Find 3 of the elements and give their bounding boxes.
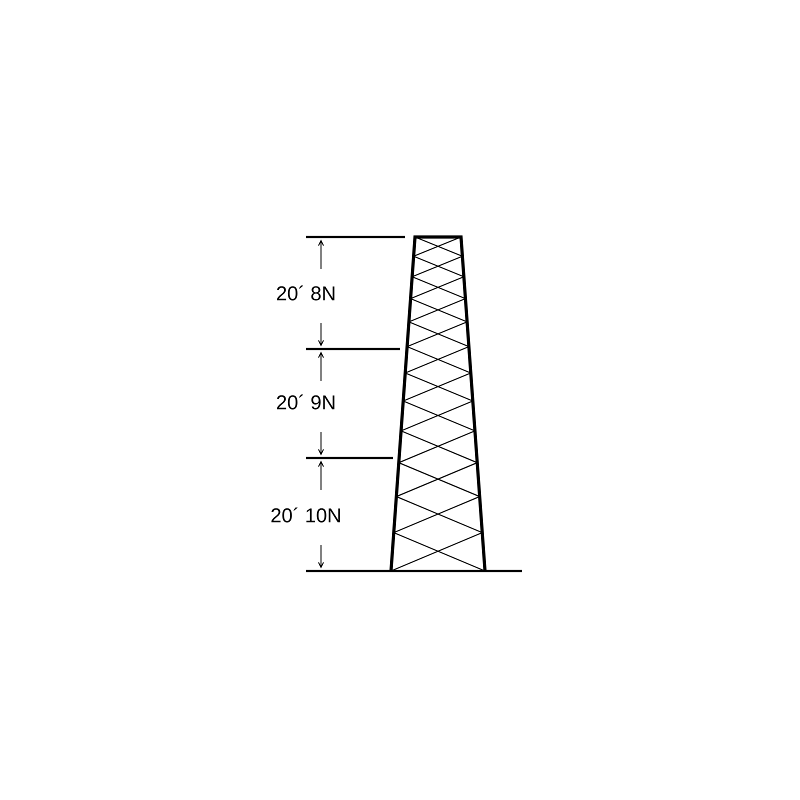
- dimension-text: 20´ 8N: [277, 286, 334, 300]
- dimension-text: 20´ 10N: [271, 508, 340, 522]
- dimension-text: 20´ 9N: [277, 394, 334, 410]
